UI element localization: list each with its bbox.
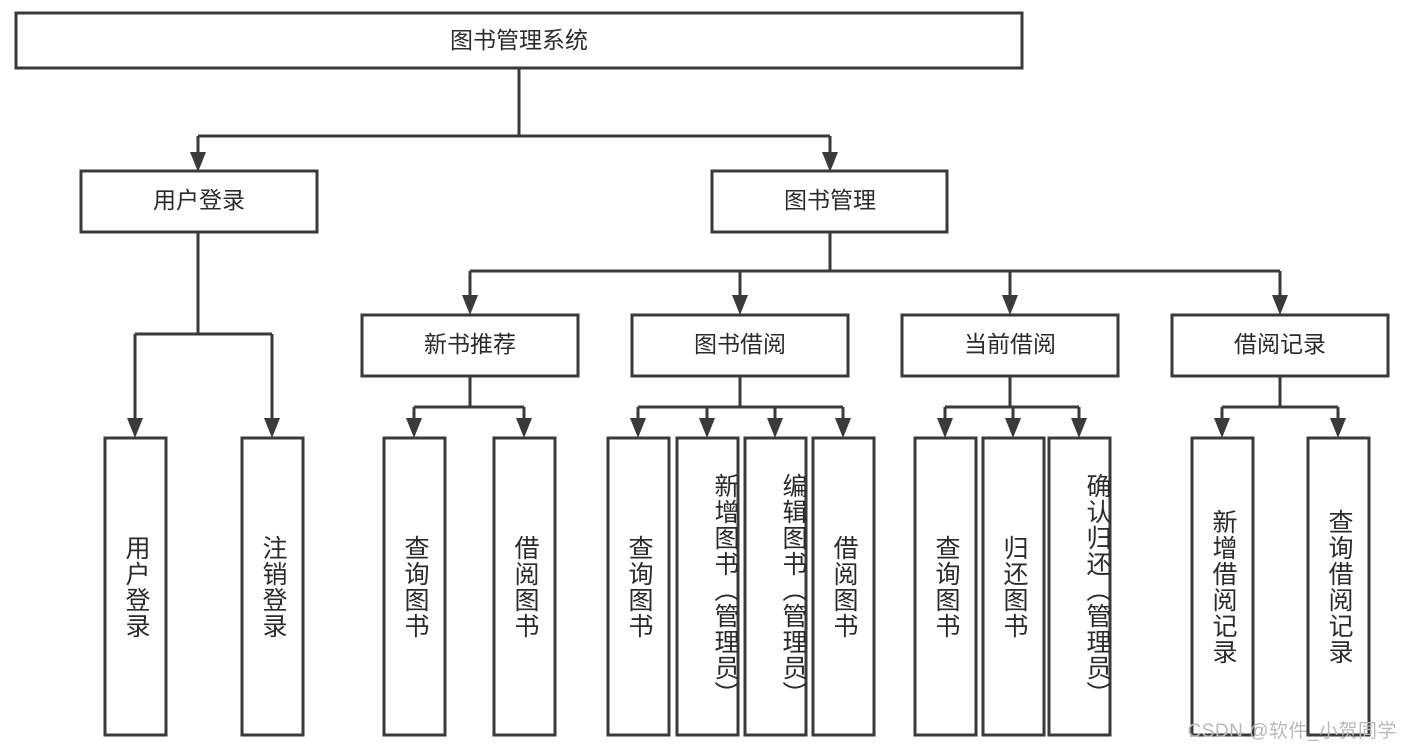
node-book-management-label: 图书管理 xyxy=(784,187,876,213)
leaf-box-nb-query-book[interactable] xyxy=(382,436,447,737)
leaf-boxes-new-book-recommend xyxy=(382,436,557,737)
connector-group-current-borrow-to-leaves xyxy=(937,376,1087,438)
node-current-borrow-label: 当前借阅 xyxy=(964,331,1056,357)
node-borrow-record-box[interactable] xyxy=(1170,313,1390,378)
arrow-head-current-borrow xyxy=(1002,295,1018,315)
arrow-head-nb-leaf-2 xyxy=(516,418,532,438)
node-root-box[interactable] xyxy=(14,11,1024,70)
leaf-box-br-add-record[interactable] xyxy=(1190,436,1255,737)
node-book-management-box[interactable] xyxy=(710,169,949,234)
arrow-head-book-borrow xyxy=(732,295,748,315)
arrow-head-bb-leaf-1 xyxy=(630,418,646,438)
arrow-head-br-leaf-2 xyxy=(1330,418,1346,438)
arrow-head-nb-leaf-1 xyxy=(406,418,422,438)
node-root-label: 图书管理系统 xyxy=(450,27,588,53)
arrow-head-bb-leaf-3 xyxy=(767,418,783,438)
csdn-watermark: CSDN @软件_小贺同学 xyxy=(1187,721,1397,742)
node-new-book-recommend-box[interactable] xyxy=(360,313,580,378)
arrow-head-cb-leaf-3 xyxy=(1071,418,1087,438)
leaf-box-br-query-record[interactable] xyxy=(1306,436,1371,737)
node-borrow-record-label: 借阅记录 xyxy=(1234,331,1326,357)
node-root-book-management-system[interactable]: 图书管理系统 xyxy=(14,11,1024,70)
leaf-box-bb-query-book[interactable] xyxy=(606,436,671,737)
leaf-box-logout[interactable] xyxy=(240,436,305,737)
node-book-borrow[interactable]: 图书借阅 xyxy=(630,313,850,378)
leaf-box-user-login[interactable] xyxy=(103,436,168,737)
arrow-head-leaf-user-login xyxy=(127,418,143,438)
arrow-head-br-leaf-1 xyxy=(1214,418,1230,438)
arrow-head-bb-leaf-2 xyxy=(699,418,715,438)
node-user-login-box[interactable] xyxy=(79,169,319,234)
connector-group-new-book-to-leaves xyxy=(406,376,532,438)
node-current-borrow-box[interactable] xyxy=(900,313,1120,378)
connector-group-root-to-level2 xyxy=(190,68,838,172)
leaf-boxes-user-login xyxy=(103,436,305,737)
arrow-head-book-mgmt xyxy=(822,152,838,172)
leaf-box-bb-add-book[interactable] xyxy=(675,436,740,737)
leaf-box-cb-query-book[interactable] xyxy=(913,436,978,737)
node-user-login-label: 用户登录 xyxy=(153,187,245,213)
leaf-boxes-borrow-record xyxy=(1190,436,1371,737)
leaf-box-bb-borrow-book[interactable] xyxy=(811,436,876,737)
node-book-borrow-box[interactable] xyxy=(630,313,850,378)
arrow-head-cb-leaf-1 xyxy=(937,418,953,438)
connector-group-borrow-record-to-leaves xyxy=(1214,376,1346,438)
connector-group-user-login-to-leaves xyxy=(127,233,280,438)
node-book-management[interactable]: 图书管理 xyxy=(710,169,949,234)
connector-group-book-mgmt-to-level3 xyxy=(462,233,1288,315)
node-user-login[interactable]: 用户登录 xyxy=(79,169,319,234)
leaf-box-bb-edit-book[interactable] xyxy=(743,436,808,737)
leaf-boxes-current-borrow xyxy=(913,436,1112,737)
node-current-borrow[interactable]: 当前借阅 xyxy=(900,313,1120,378)
leaf-box-cb-confirm-return[interactable] xyxy=(1047,436,1112,737)
leaf-boxes-book-borrow xyxy=(606,436,876,737)
arrow-head-user-login xyxy=(190,152,206,172)
arrow-head-cb-leaf-2 xyxy=(1005,418,1021,438)
leaf-box-cb-return-book[interactable] xyxy=(981,436,1046,737)
arrow-head-leaf-logout xyxy=(264,418,280,438)
arrow-head-borrow-record xyxy=(1272,295,1288,315)
node-new-book-recommend-label: 新书推荐 xyxy=(424,331,516,357)
node-borrow-record[interactable]: 借阅记录 xyxy=(1170,313,1390,378)
connector-group-book-borrow-to-leaves xyxy=(630,376,851,438)
leaf-box-nb-borrow-book[interactable] xyxy=(492,436,557,737)
node-book-borrow-label: 图书借阅 xyxy=(694,331,786,357)
arrow-head-new-book xyxy=(462,295,478,315)
arrow-head-bb-leaf-4 xyxy=(835,418,851,438)
node-new-book-recommend[interactable]: 新书推荐 xyxy=(360,313,580,378)
